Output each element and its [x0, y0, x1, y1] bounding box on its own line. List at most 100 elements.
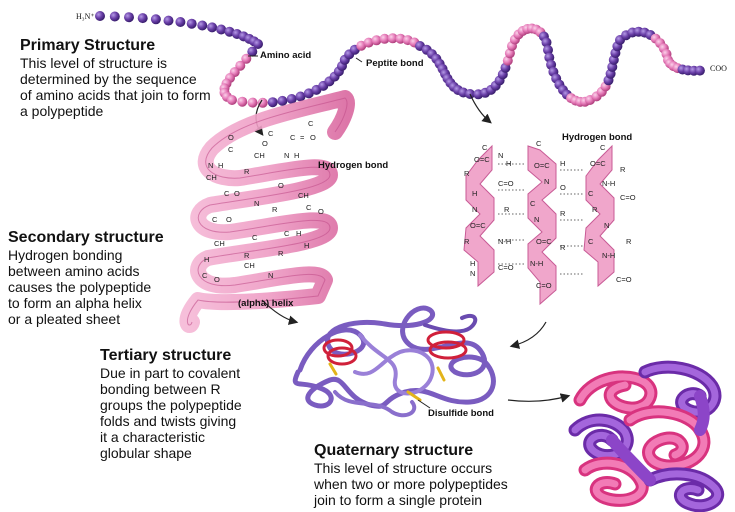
svg-text:N: N	[498, 151, 503, 160]
n-terminus-label: H₃N⁺	[76, 12, 95, 21]
svg-text:CH: CH	[254, 151, 265, 160]
svg-text:N: N	[472, 205, 477, 214]
svg-text:C: C	[530, 199, 536, 208]
purple-amino-acid-bead	[124, 12, 134, 22]
tertiary-line-4: folds and twists giving	[100, 413, 242, 429]
svg-text:H: H	[470, 259, 475, 268]
peptide-bond-pointer	[356, 58, 362, 62]
svg-text:R: R	[626, 237, 632, 246]
svg-text:N: N	[208, 161, 213, 170]
secondary-line-5: or a pleated sheet	[8, 311, 164, 327]
arrow-tertiary-to-quaternary	[508, 396, 568, 401]
helix-hydrogen-bond-label: Hydrogen bond	[318, 160, 388, 171]
secondary-structure-block: Secondary structure Hydrogen bonding bet…	[8, 229, 164, 327]
svg-text:R: R	[620, 165, 626, 174]
svg-text:R: R	[244, 167, 250, 176]
svg-text:R: R	[272, 205, 278, 214]
primary-structure-block: Primary Structure This level of structur…	[20, 37, 211, 119]
secondary-line-1: Hydrogen bonding	[8, 247, 164, 263]
svg-text:H: H	[506, 159, 511, 168]
svg-text:C: C	[284, 229, 290, 238]
purple-amino-acid-bead	[138, 13, 148, 23]
pink-amino-acid-bead	[227, 95, 237, 105]
svg-text:O: O	[560, 183, 566, 192]
svg-text:O: O	[228, 133, 234, 142]
svg-text:CH: CH	[206, 173, 217, 182]
svg-text:R: R	[560, 243, 566, 252]
primary-structure-title: Primary Structure	[20, 37, 211, 55]
svg-text:O=C: O=C	[536, 237, 552, 246]
svg-text:C: C	[588, 237, 594, 246]
svg-text:C: C	[306, 203, 312, 212]
purple-amino-acid-bead	[268, 97, 278, 107]
c-terminus-label: COO	[710, 64, 727, 73]
svg-text:C=O: C=O	[498, 263, 514, 272]
svg-text:O: O	[262, 139, 268, 148]
tertiary-structure-block: Tertiary structure Due in part to covale…	[100, 347, 242, 461]
purple-amino-acid-bead	[197, 21, 207, 31]
svg-text:C: C	[228, 145, 234, 154]
svg-text:O=C: O=C	[470, 221, 486, 230]
svg-text:C: C	[212, 215, 218, 224]
svg-text:C: C	[536, 139, 542, 148]
svg-text:O=C: O=C	[590, 159, 606, 168]
sheet-hydrogen-bond-label: Hydrogen bond	[562, 132, 632, 143]
svg-text:H: H	[294, 151, 299, 160]
quaternary-line-2: when two or more polypeptides	[314, 476, 508, 492]
peptide-bond-label: Peptite bond	[366, 58, 424, 69]
tertiary-line-5: it a characteristic	[100, 429, 242, 445]
svg-text:R: R	[560, 209, 566, 218]
purple-amino-acid-bead	[151, 14, 161, 24]
svg-text:H: H	[218, 161, 223, 170]
svg-text:O: O	[318, 207, 324, 216]
purple-amino-acid-bead	[187, 19, 197, 29]
svg-text:C=O: C=O	[536, 281, 552, 290]
svg-text:O: O	[278, 181, 284, 190]
svg-text:N: N	[470, 269, 475, 278]
tertiary-line-2: bonding between R	[100, 381, 242, 397]
svg-text:C: C	[224, 189, 230, 198]
disulfide-bond-label: Disulfide bond	[428, 408, 494, 419]
tertiary-ribbon	[295, 308, 493, 415]
purple-amino-acid-bead	[110, 12, 120, 22]
tertiary-line-1: Due in part to covalent	[100, 365, 242, 381]
svg-text:O: O	[214, 275, 220, 284]
purple-amino-acid-bead	[175, 17, 185, 27]
svg-text:C=O: C=O	[620, 193, 636, 202]
svg-text:N-H: N-H	[498, 237, 511, 246]
alpha-helix-label: (alpha) helix	[238, 298, 293, 309]
quaternary-line-1: This level of structure occurs	[314, 460, 508, 476]
svg-text:C: C	[308, 119, 314, 128]
purple-amino-acid-bead	[95, 11, 105, 21]
secondary-structure-title: Secondary structure	[8, 229, 164, 247]
svg-text:CH: CH	[214, 239, 225, 248]
svg-text:R: R	[504, 205, 510, 214]
svg-text:CH: CH	[244, 261, 255, 270]
purple-amino-acid-bead	[164, 16, 174, 26]
svg-text:R: R	[464, 169, 470, 178]
secondary-line-4: to form an alpha helix	[8, 295, 164, 311]
svg-text:R: R	[464, 237, 470, 246]
svg-text:R: R	[592, 205, 598, 214]
svg-text:N: N	[544, 177, 549, 186]
svg-text:O: O	[226, 215, 232, 224]
svg-text:O=C: O=C	[534, 161, 550, 170]
svg-text:C: C	[600, 143, 606, 152]
arrow-sheet-to-tertiary	[512, 322, 546, 346]
tertiary-line-3: groups the polypeptide	[100, 397, 242, 413]
primary-line-3: of amino acids that join to form	[20, 87, 211, 103]
svg-text:C=O: C=O	[498, 179, 514, 188]
primary-line-4: a polypeptide	[20, 103, 211, 119]
tertiary-line-6: globular shape	[100, 445, 242, 461]
svg-text:N: N	[254, 199, 259, 208]
svg-text:O: O	[234, 189, 240, 198]
purple-amino-acid-bead	[277, 96, 287, 106]
secondary-line-2: between amino acids	[8, 263, 164, 279]
secondary-line-3: causes the polypeptide	[8, 279, 164, 295]
svg-text:R: R	[278, 249, 284, 258]
primary-line-1: This level of structure is	[20, 55, 211, 71]
svg-text:C: C	[482, 143, 488, 152]
quaternary-structure-title: Quaternary structure	[314, 442, 508, 460]
